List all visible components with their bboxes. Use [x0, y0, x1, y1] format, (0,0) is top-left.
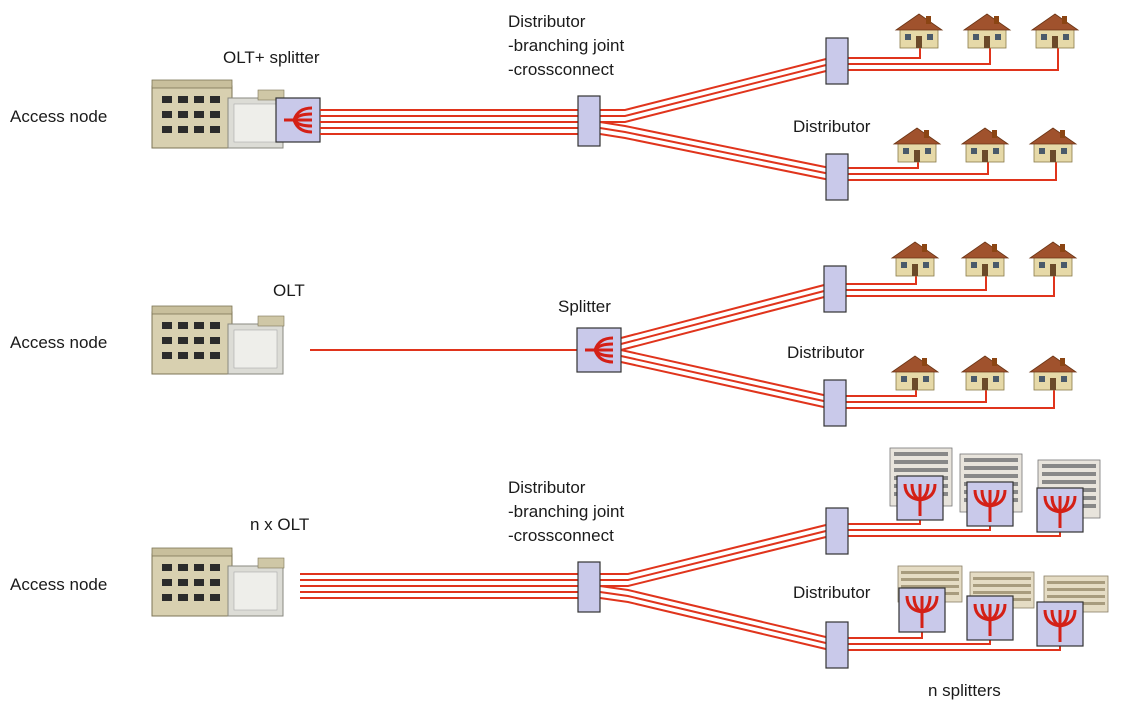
building-splitter-icon — [965, 594, 1015, 642]
access-node-building-icon — [151, 305, 285, 375]
section-n-olt: Access node n x OLT — [10, 447, 1109, 700]
distributor-box-upper — [825, 507, 849, 555]
splitter-icon — [575, 326, 623, 374]
building-splitter-icon — [897, 586, 947, 634]
distributor-box-lower — [823, 379, 847, 427]
branch-fibers — [599, 523, 831, 651]
house-icon — [961, 127, 1009, 163]
house-icon — [893, 127, 941, 163]
drop-fibers — [848, 44, 1059, 181]
house-icon — [961, 241, 1009, 277]
house-icon — [961, 355, 1009, 391]
building-splitter-icon — [895, 474, 945, 522]
distributor-label-line-1: Distributor — [508, 478, 586, 497]
node-label: OLT — [273, 281, 305, 300]
house-icon — [895, 13, 943, 49]
olt-splitter-icon — [274, 96, 322, 144]
building-splitter-icon — [965, 480, 1015, 528]
branch-distributor-label: Distributor — [793, 583, 871, 602]
distributor-box-lower — [825, 153, 849, 201]
house-icon — [891, 241, 939, 277]
building-splitter-icon — [1035, 600, 1085, 648]
distributor-label-line-1: Distributor — [508, 12, 586, 31]
house-icon — [1031, 13, 1079, 49]
house-icon — [1029, 355, 1077, 391]
splitter-label: Splitter — [558, 297, 611, 316]
node-label: OLT+ splitter — [223, 48, 320, 67]
section-olt-splitter: Access node OLT+ splitter — [10, 12, 1079, 201]
access-node-building-icon — [151, 79, 285, 149]
distributor-label-line-2: -branching joint — [508, 36, 625, 55]
branch-distributor-label: Distributor — [793, 117, 871, 136]
building-splitter-icon — [1035, 486, 1085, 534]
house-icon — [1029, 241, 1077, 277]
n-splitters-label: n splitters — [928, 681, 1001, 700]
access-node-label: Access node — [10, 107, 107, 126]
access-node-building-icon — [151, 547, 285, 617]
distributor-box — [577, 95, 601, 147]
drop-fibers — [846, 274, 1055, 409]
distributor-box — [577, 561, 601, 613]
distributor-label-line-2: -branching joint — [508, 502, 625, 521]
distributor-box-upper — [823, 265, 847, 313]
access-node-label: Access node — [10, 575, 107, 594]
house-icon — [1029, 127, 1077, 163]
branch-fibers — [620, 283, 829, 409]
access-node-label: Access node — [10, 333, 107, 352]
branch-distributor-label: Distributor — [787, 343, 865, 362]
section-olt: Access node OLT Splitter Distributor — [10, 241, 1077, 427]
trunk-fibers — [320, 109, 580, 135]
house-icon — [963, 13, 1011, 49]
house-icon — [891, 355, 939, 391]
node-label: n x OLT — [250, 515, 309, 534]
distributor-box-lower — [825, 621, 849, 669]
trunk-fibers — [300, 573, 580, 599]
distributor-box-upper — [825, 37, 849, 85]
branch-fibers — [599, 57, 831, 181]
distributor-label-line-3: -crossconnect — [508, 526, 614, 545]
distributor-label-line-3: -crossconnect — [508, 60, 614, 79]
